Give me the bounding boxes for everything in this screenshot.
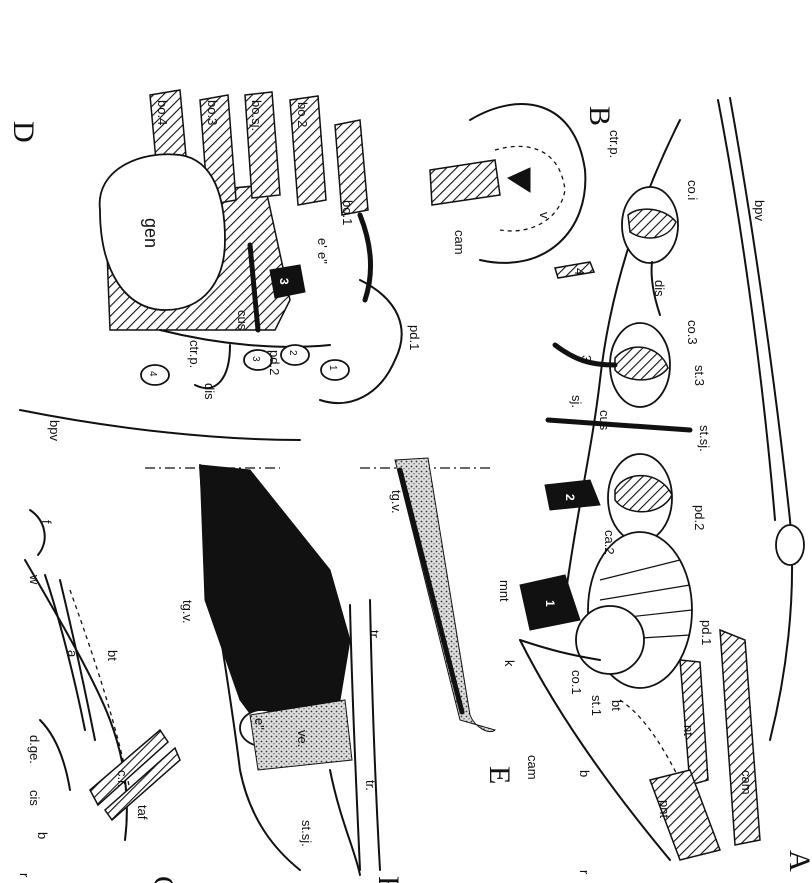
label-a-pd-1: pd.1: [699, 620, 714, 645]
label-a-pd-2: pd.2: [692, 505, 707, 530]
figure-f: [145, 465, 380, 875]
label-d-cus: cus: [235, 310, 250, 331]
labels-figure-e: tg.v.: [389, 490, 404, 514]
label-c-b: b: [35, 832, 50, 839]
label-a-co-1: co.1: [569, 670, 584, 695]
f-dark-mass: [200, 465, 350, 740]
label-a-pnt: pnt: [657, 800, 672, 818]
label-a-b: b: [577, 770, 592, 777]
label-a-num-1: 1: [543, 600, 557, 607]
label-a-bt: bt: [609, 700, 624, 711]
label-a-bpv: bpv: [752, 200, 767, 221]
label-d-bpv: bpv: [47, 420, 62, 441]
label-a-num-4: 4: [572, 268, 587, 275]
bpv-outline-inner: [718, 100, 775, 520]
label-d-bo-1: bo.1: [340, 200, 355, 225]
label-f-e-dprime: e": [252, 718, 267, 730]
label-a-nt: nt: [681, 725, 696, 736]
ctr-p-d: [160, 330, 330, 347]
label-d-c3: 3: [250, 356, 261, 362]
d-right-outline: [320, 280, 402, 403]
label-a-num-3: 3: [579, 355, 594, 362]
panel-label-e: E: [483, 766, 516, 784]
panel-label-b: B: [583, 106, 616, 126]
label-d-e-dprime: e": [315, 252, 330, 264]
label-a-co-3: co.3: [685, 320, 700, 345]
label-a-co-i: co.i: [685, 180, 700, 200]
label-f-tg-v: tg.v.: [180, 600, 195, 624]
label-a-r: r: [577, 870, 592, 875]
label-a-cam-top: cam: [739, 770, 754, 795]
label-d-pd-2: pd.2: [267, 350, 282, 375]
label-d-bo-2: bo.2: [295, 102, 310, 127]
label-a-st-3: st.3: [692, 365, 707, 386]
c-f-curl: [30, 510, 45, 555]
label-a-st-sj: st.sj.: [697, 425, 712, 452]
label-a-cus: cus: [597, 410, 612, 431]
label-b-v: v: [537, 212, 552, 219]
label-a-ctr-p: ctr.p.: [607, 130, 622, 158]
label-d-c2: 2: [287, 350, 298, 356]
label-c-a: a: [65, 650, 80, 658]
panel-label-c: C: [147, 876, 180, 883]
panel-label-d: D: [7, 121, 40, 143]
label-b-cam: cam: [452, 230, 467, 255]
labels-figure-c: f w a bt d.ge. cis b c.r. taf r: [17, 520, 150, 878]
label-c-cis: cis: [27, 790, 42, 806]
c-dge: [40, 720, 70, 790]
label-d-e-prime: e': [315, 238, 330, 248]
label-a-st-1: st.1: [589, 695, 604, 716]
b-hatched-stalk: [430, 160, 500, 205]
label-d-c1: 1: [327, 365, 338, 371]
label-d-bo-4: bo.4: [155, 100, 170, 125]
label-f-tr-top: tr.: [367, 630, 382, 641]
label-d-pd-1: pd.1: [407, 325, 422, 350]
co-1-ring: [576, 606, 644, 674]
label-c-w: w: [27, 574, 42, 585]
label-c-f: f: [39, 520, 54, 524]
panel-label-a: A: [783, 850, 812, 872]
label-f-e-prime: e': [217, 485, 232, 495]
label-c-r: r: [17, 873, 32, 878]
cus-bar: [548, 420, 690, 430]
label-d-ctr-p: ctr.p.: [187, 340, 202, 368]
label-c-dge: d.ge.: [27, 735, 42, 764]
label-c-cr: c.r.: [115, 770, 130, 787]
c-a-tube: [45, 575, 95, 740]
label-d-bo-3: bo.3: [205, 100, 220, 125]
cam-lamina: [720, 630, 760, 845]
labels-figure-b: cam v: [452, 212, 552, 255]
label-e-tg-v: tg.v.: [389, 490, 404, 514]
b-v-triangle: [508, 168, 530, 192]
figure-e: [360, 458, 495, 732]
label-a-k: k: [502, 660, 517, 667]
d-ectoderm-line: [360, 215, 370, 300]
nt-hatched: [680, 660, 708, 785]
label-a-ca-2: ca.2: [602, 530, 617, 555]
label-d-c4: 4: [147, 371, 158, 377]
label-a-cam: cam: [525, 755, 540, 780]
figure-c: [25, 510, 180, 840]
label-f-st-sj: st.sj.: [299, 820, 314, 847]
label-d-num-3: 3: [277, 278, 291, 285]
label-a-mnt: mnt: [497, 580, 512, 602]
terminal-bulb: [776, 525, 804, 565]
label-c-taf: taf: [135, 805, 150, 820]
label-d-dis: dis: [202, 383, 217, 400]
label-f-ve: ve.: [295, 730, 310, 747]
label-d-bo-sj: bo.sj.: [249, 100, 264, 131]
label-a-dis: dis: [652, 280, 667, 297]
label-c-bt: bt: [105, 650, 120, 661]
label-f-tr: tr.: [363, 780, 378, 791]
label-d-gen: gen: [141, 218, 161, 248]
label-a-num-2: 2: [563, 494, 577, 501]
label-a-sj: sj.: [569, 395, 584, 408]
panel-label-f: F: [372, 876, 405, 883]
